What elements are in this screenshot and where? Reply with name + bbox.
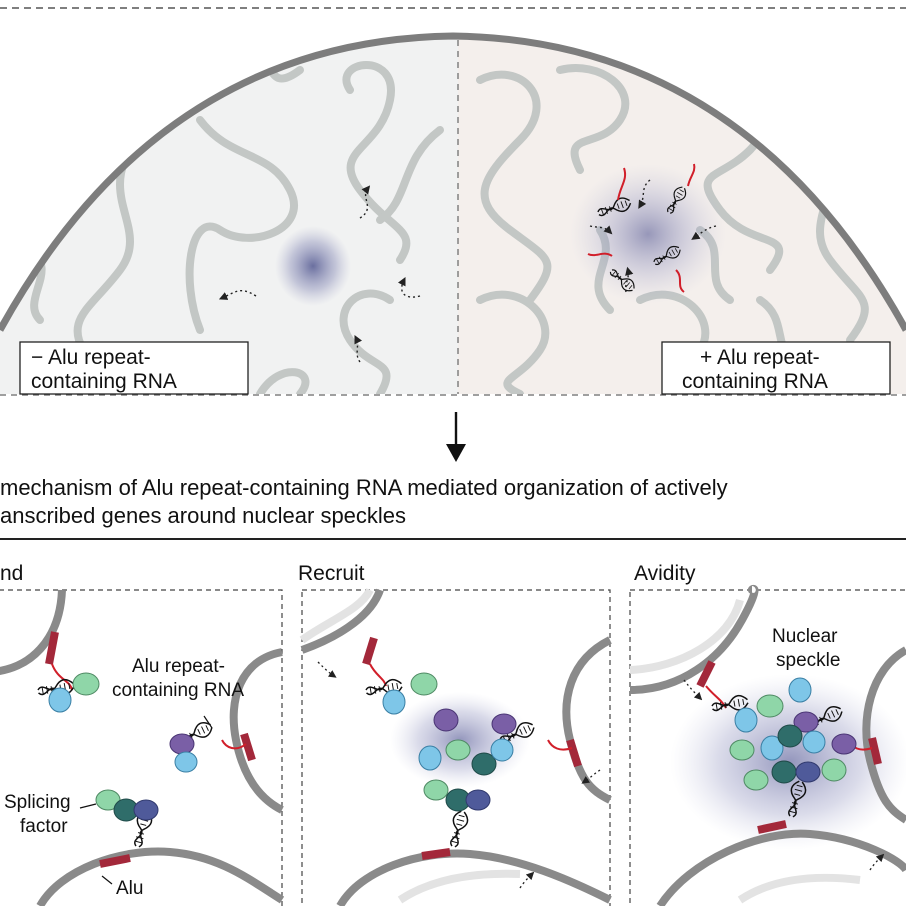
- nuclear-envelope: [0, 32, 906, 332]
- panel-recruit-box: [301, 589, 611, 906]
- rna-label-line1: Alu repeat-: [132, 656, 225, 677]
- mechanism-caption: mechanism of Alu repeat-containing RNA m…: [0, 474, 906, 530]
- factor-navy: [133, 799, 159, 821]
- left-condition-label-line1: − Alu repeat-: [31, 346, 151, 369]
- panel-title-bind: nd: [0, 562, 23, 585]
- right-condition-label-line2: containing RNA: [682, 370, 828, 393]
- panel-title-recruit: Recruit: [298, 562, 365, 585]
- splicing-label-line1: Splicing: [4, 792, 71, 813]
- caption-line1: mechanism of Alu repeat-containing RNA m…: [0, 475, 728, 500]
- panel-avidity-content: [629, 584, 906, 906]
- left-condition-box: [19, 341, 249, 395]
- right-condition-box: [661, 341, 891, 395]
- nucleus-cross-section: [0, 36, 906, 394]
- factor-green: [72, 672, 100, 696]
- left-half-background: [0, 36, 458, 394]
- panel-title-avidity: Avidity: [634, 562, 696, 585]
- left-condition-label-line2: containing RNA: [31, 370, 177, 393]
- panel-avidity-box: [629, 589, 906, 906]
- caption-rule: [0, 538, 906, 540]
- panel-recruit-content: [299, 587, 612, 906]
- panel-bind-content: [0, 589, 285, 906]
- speckle-label-line1: Nuclear: [772, 626, 838, 647]
- movement-arrows-right: [589, 179, 717, 293]
- speckle-label-line2: speckle: [776, 650, 840, 671]
- nuclear-speckle-clustered: [570, 164, 726, 304]
- rna-label-line2: containing RNA: [112, 680, 244, 701]
- right-condition-label-line1: + Alu repeat-: [700, 346, 820, 369]
- factor-blue: [174, 751, 198, 773]
- splicing-label-line2: factor: [20, 816, 68, 837]
- factor-blue: [48, 687, 72, 713]
- rna-red-tails: [587, 163, 696, 293]
- down-arrow: [446, 412, 466, 462]
- panel-bind-box: [0, 589, 283, 906]
- caption-line2: anscribed genes around nuclear speckles: [0, 503, 407, 528]
- factor-purple: [169, 733, 195, 755]
- movement-arrows-left: [218, 185, 421, 363]
- alu-label: Alu: [116, 878, 143, 899]
- nuclear-speckle-diffuse: [275, 226, 351, 306]
